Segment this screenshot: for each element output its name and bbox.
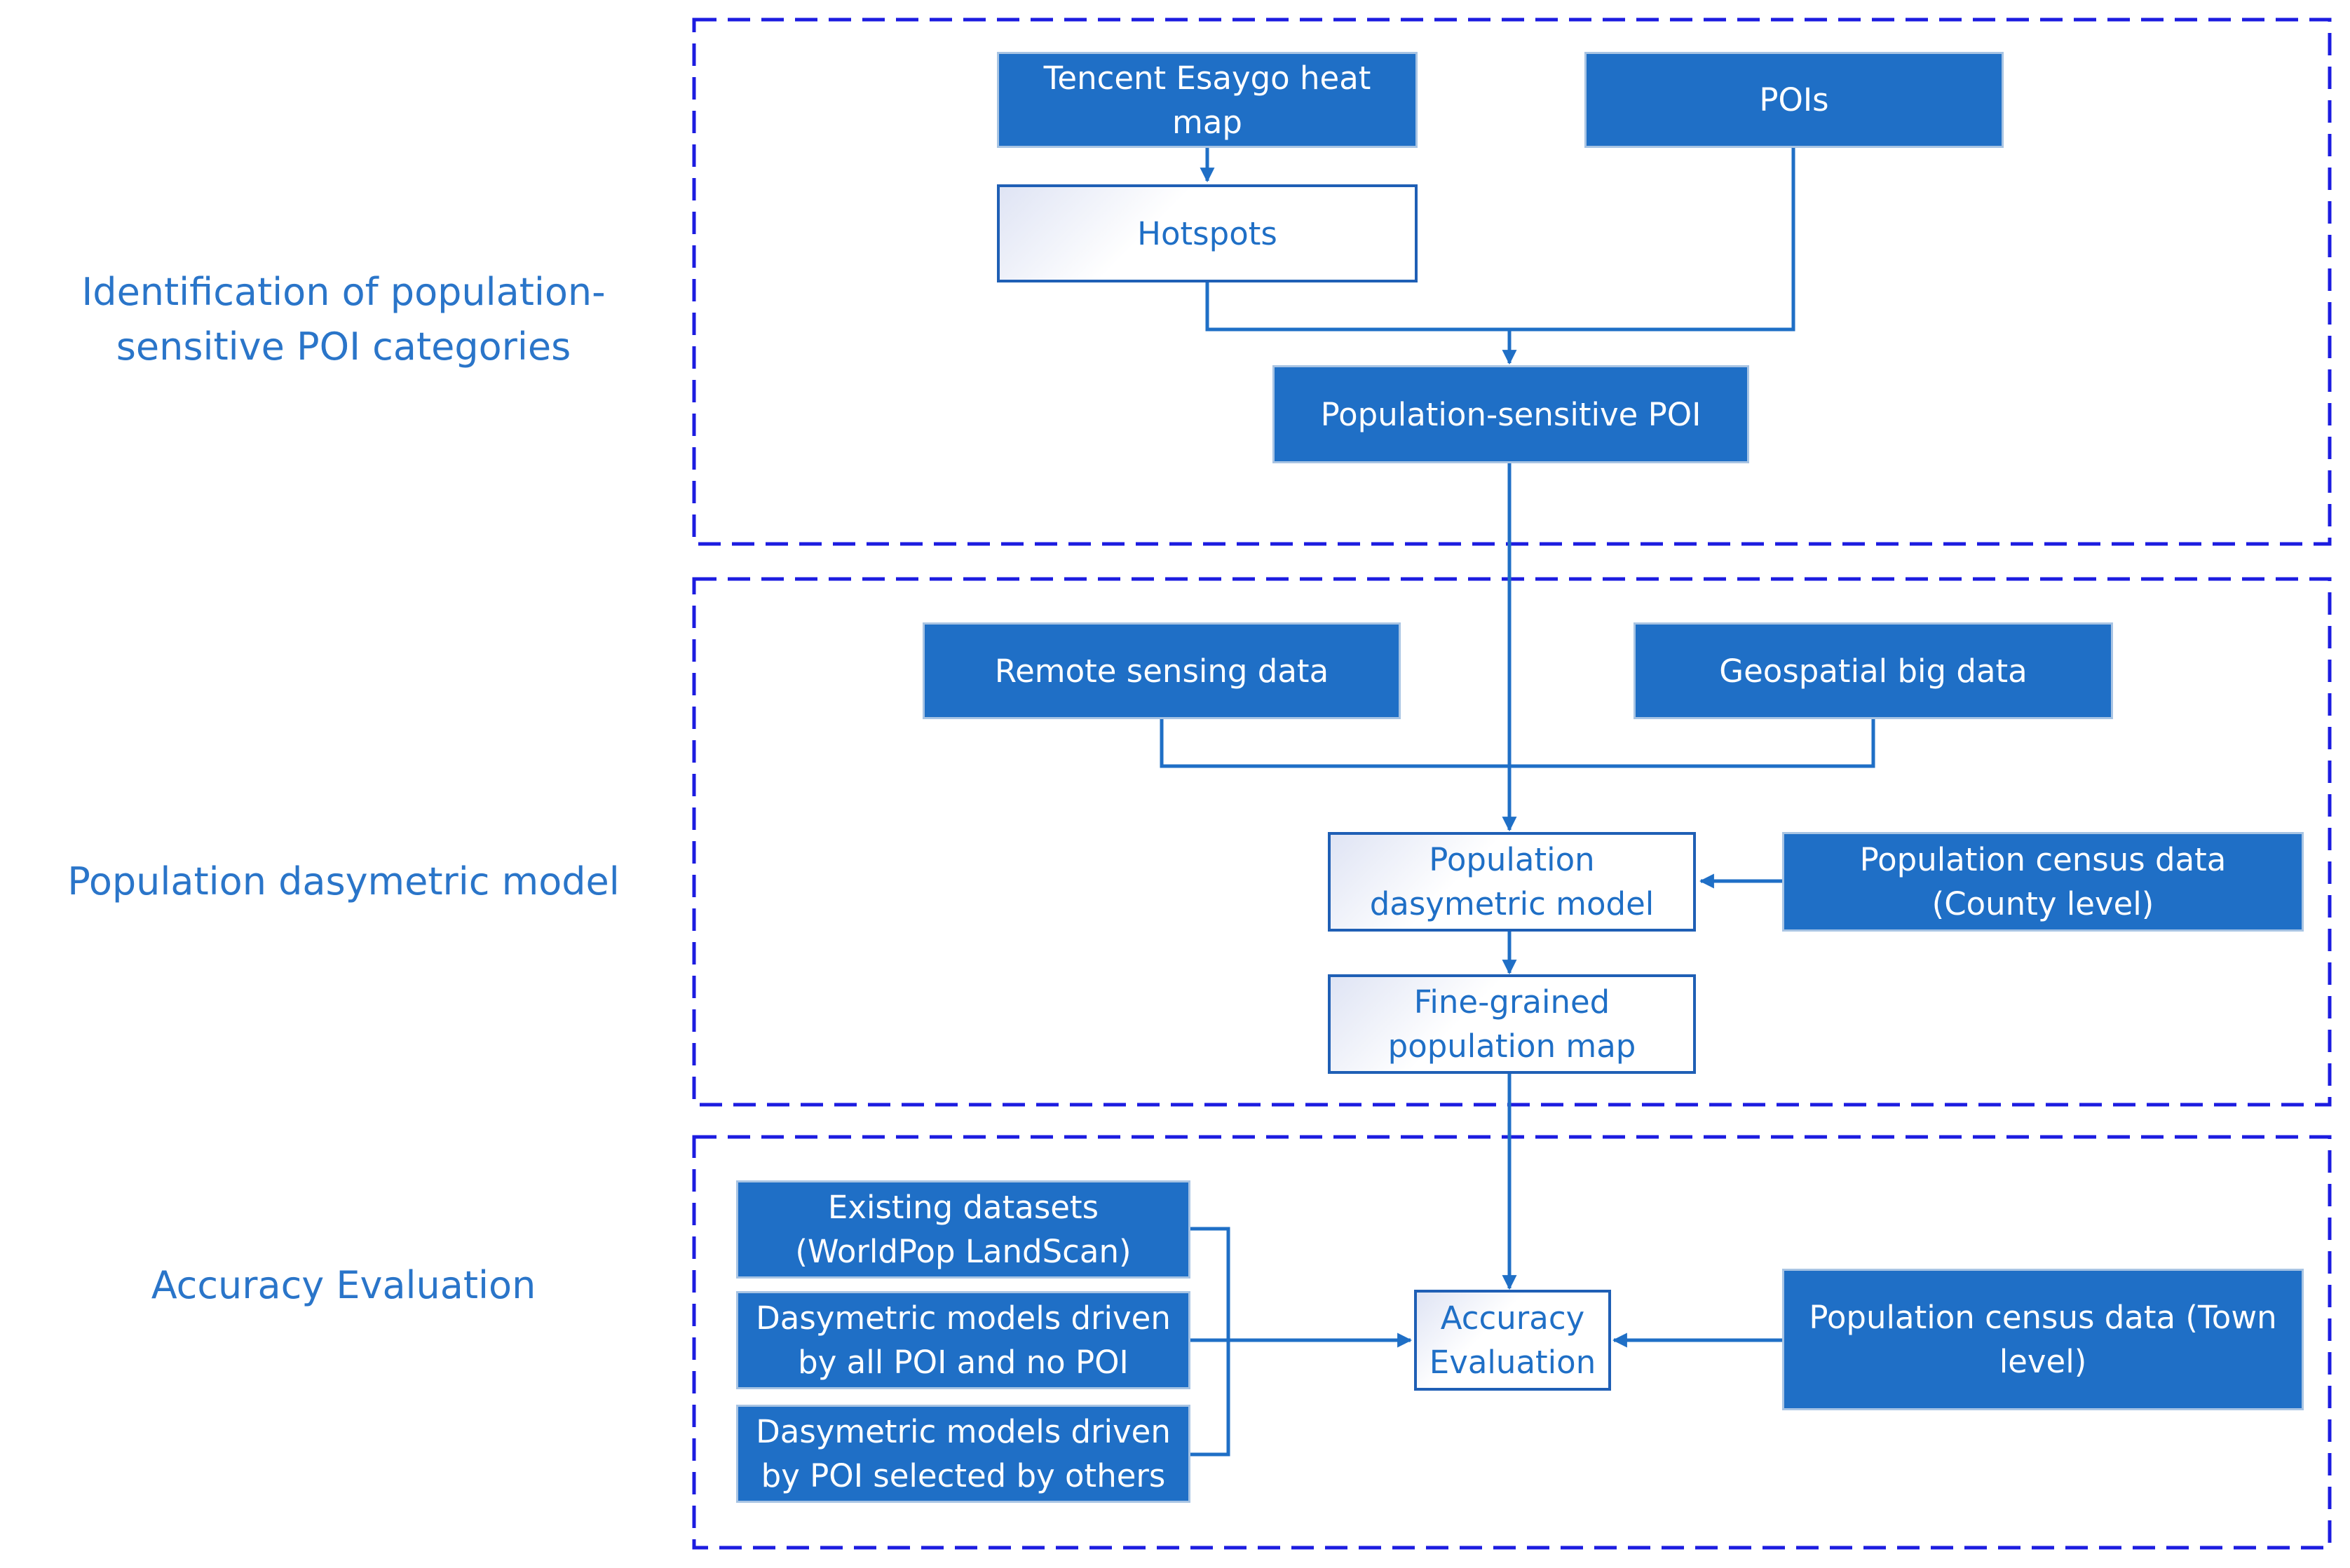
node-hotspots: Hotspots [997,184,1418,282]
node-pois: POIs [1584,52,2004,148]
section-frame-accuracy [692,1135,2332,1550]
node-fine-grained-map: Fine-grained population map [1328,974,1696,1074]
node-heat-map: Tencent Esaygo heat map [997,52,1418,148]
section-frame-dasymetric [692,577,2332,1107]
node-census-town: Population census data (Town level) [1782,1269,2304,1410]
node-sensitive-poi: Population-sensitive POI [1272,365,1749,463]
node-geospatial: Geospatial big data [1634,622,2113,719]
section-label-accuracy: Accuracy Evaluation [151,1263,536,1307]
node-accuracy-evaluation: Accuracy Evaluation [1414,1290,1611,1391]
node-driven-others-poi: Dasymetric models driven by POI selected… [736,1405,1190,1503]
node-dasymetric-model: Population dasymetric model [1328,832,1696,932]
connector-hotspots-pois [1205,147,1795,332]
node-driven-all-poi: Dasymetric models driven by all POI and … [736,1291,1190,1389]
connector-remote-geospatial [1160,718,1875,768]
node-existing-datasets: Existing datasets (WorldPop LandScan) [736,1180,1190,1279]
section-label-dasymetric: Population dasymetric model [67,859,620,904]
section-frame-identification [692,18,2332,546]
section-label-identification: Identification of population-sensitive P… [81,270,606,369]
node-remote-sensing: Remote sensing data [923,622,1401,719]
node-census-county: Population census data (County level) [1782,832,2304,932]
